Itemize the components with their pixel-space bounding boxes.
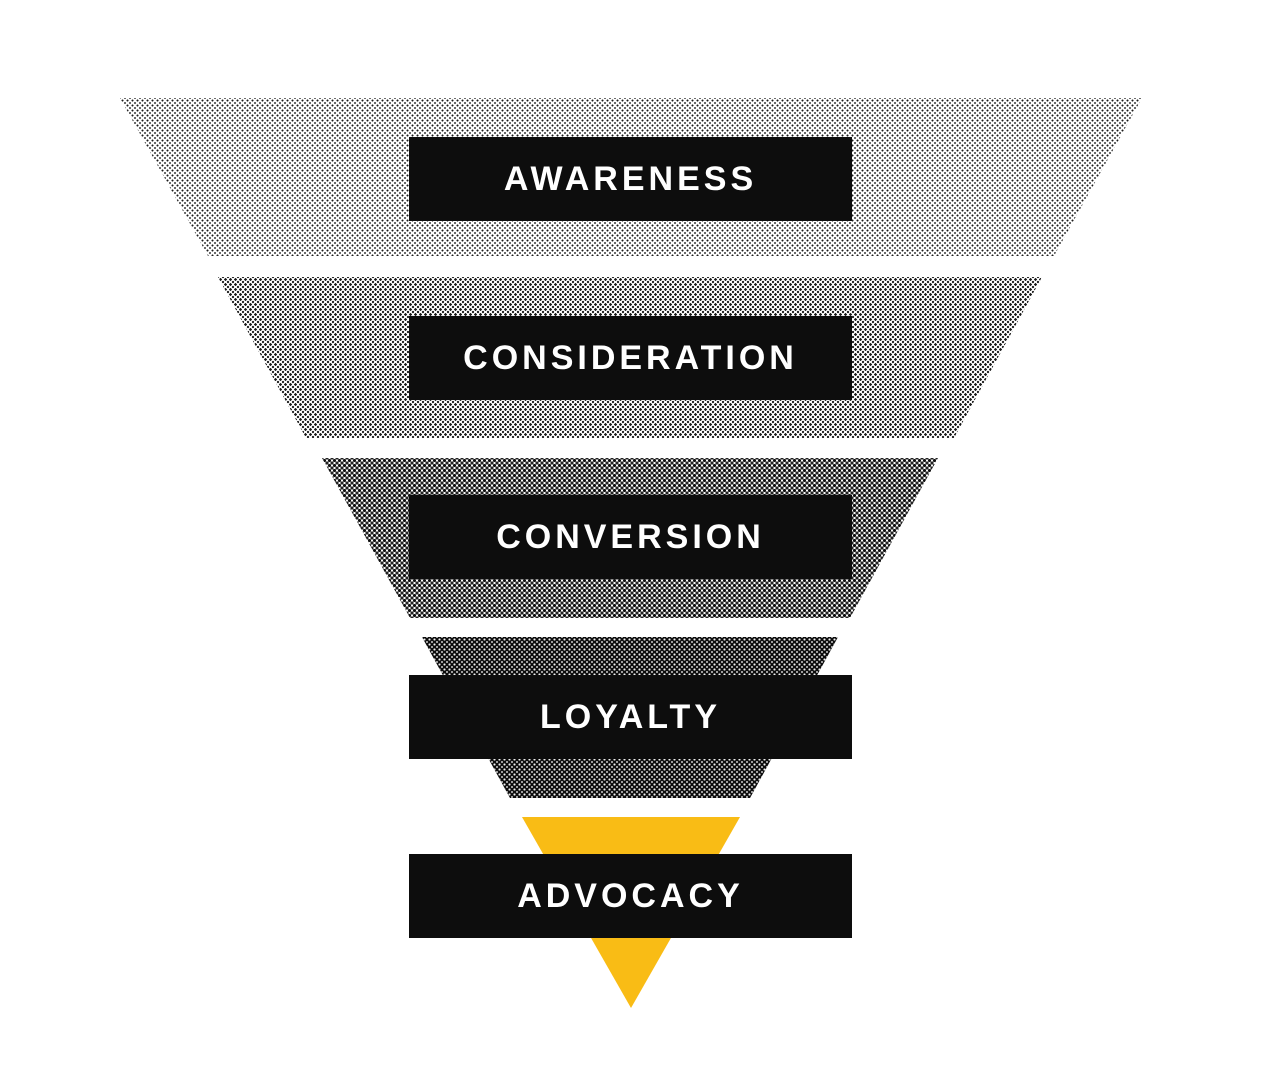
consideration-label: CONSIDERATION	[463, 338, 798, 377]
awareness-label-bar: AWARENESS	[409, 137, 852, 221]
advocacy-label-bar: ADVOCACY	[409, 854, 852, 938]
consideration-label-bar: CONSIDERATION	[409, 316, 852, 400]
conversion-label-bar: CONVERSION	[409, 495, 852, 579]
advocacy-label: ADVOCACY	[517, 876, 744, 915]
loyalty-label: LOYALTY	[539, 697, 722, 736]
loyalty-label-bar: LOYALTY	[409, 675, 852, 759]
consideration-stage-shape	[218, 277, 1042, 438]
conversion-label: CONVERSION	[496, 517, 765, 556]
awareness-label: AWARENESS	[503, 159, 758, 198]
